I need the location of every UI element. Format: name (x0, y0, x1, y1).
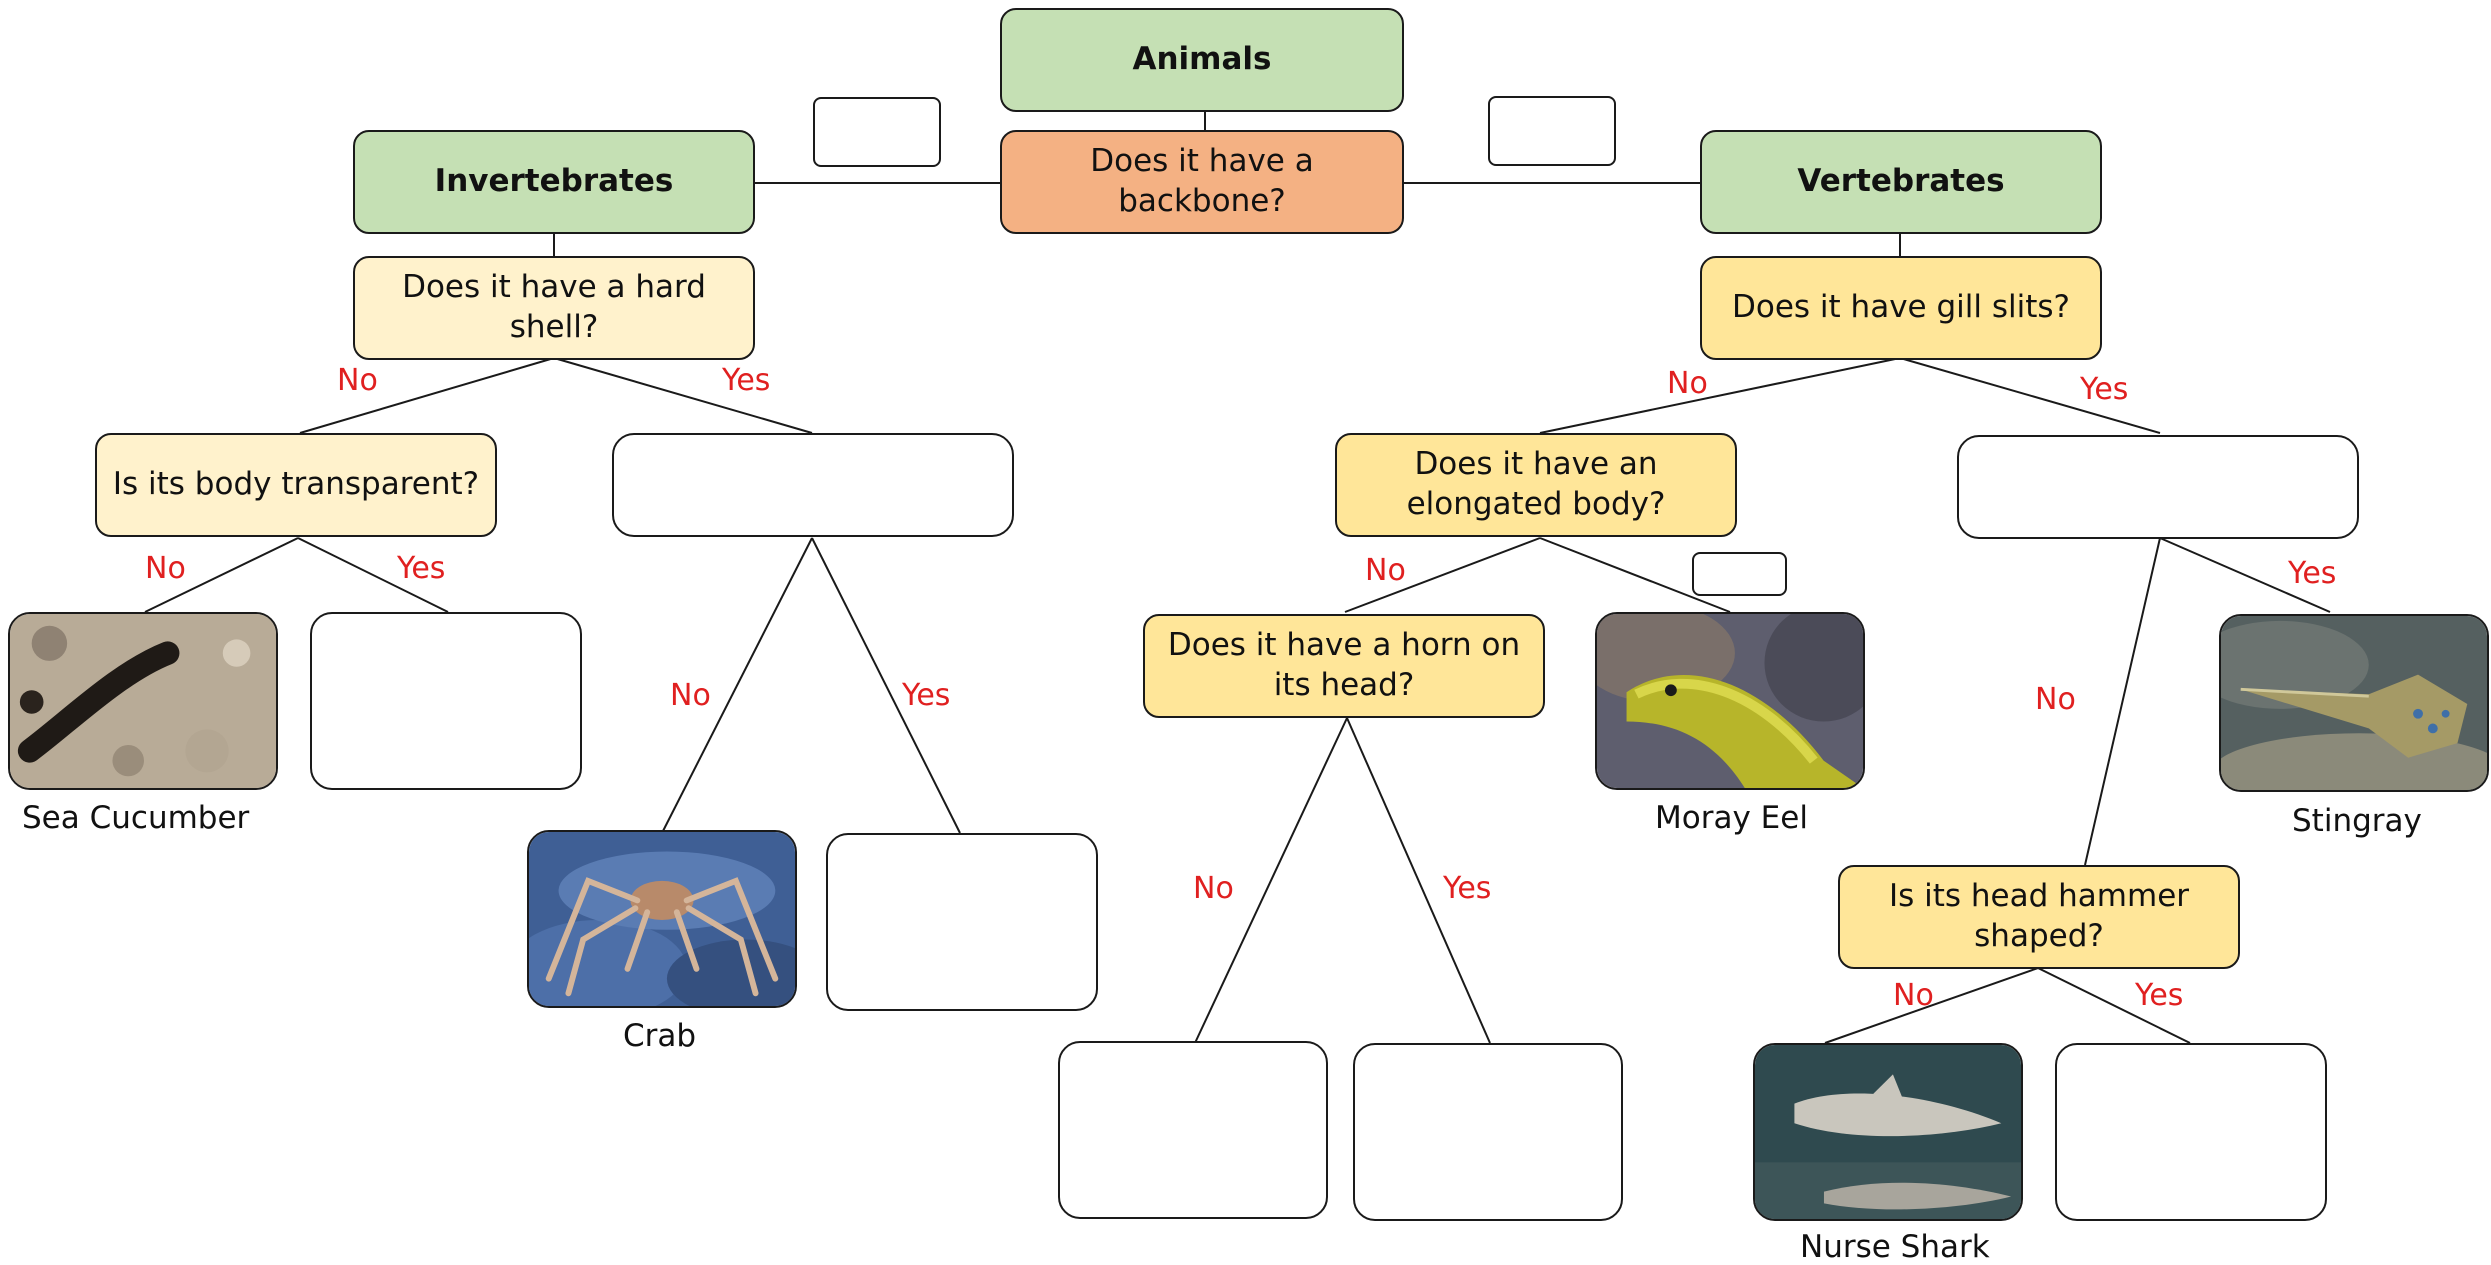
animals-box: Animals (1000, 8, 1404, 112)
blank-box-shell-yes (612, 433, 1014, 537)
label-yes-gills: Yes (2080, 372, 2129, 407)
label-no-elongated: No (1365, 553, 1406, 588)
blank-label-left (813, 97, 941, 167)
label-no-right: No (2035, 682, 2076, 717)
label-yes-horn: Yes (1443, 871, 1492, 906)
blank-box-gills-yes (1957, 435, 2359, 539)
blank-box-crab-yes (826, 833, 1098, 1011)
elongated-question: Does it have an elongated body? (1406, 446, 1666, 522)
horn-question: Does it have a horn on its head? (1167, 627, 1521, 703)
label-yes-crab: Yes (902, 678, 951, 713)
blank-label-eel (1692, 552, 1787, 596)
sea-cucumber-caption: Sea Cucumber (22, 800, 250, 836)
label-no-hammer: No (1893, 978, 1934, 1013)
hammer-question: Is its head hammer shaped? (1888, 878, 2190, 954)
gill-slits-question-box: Does it have gill slits? (1700, 256, 2102, 360)
elongated-question-box: Does it have an elongated body? (1335, 433, 1737, 537)
label-yes-shell: Yes (722, 363, 771, 398)
transparent-question: Is its body transparent? (112, 466, 480, 503)
stingray-photo (2219, 614, 2489, 792)
hammer-question-box: Is its head hammer shaped? (1838, 865, 2240, 969)
sea-cucumber-photo (8, 612, 278, 790)
blank-box-hammer-yes (2055, 1043, 2327, 1221)
crab-caption: Crab (623, 1018, 697, 1054)
invertebrates-title: Invertebrates (434, 163, 674, 200)
label-yes-right: Yes (2288, 556, 2337, 591)
label-yes-transparent: Yes (397, 551, 446, 586)
label-no-transparent: No (145, 551, 186, 586)
gill-slits-question: Does it have gill slits? (1732, 289, 2070, 326)
label-no-crab: No (670, 678, 711, 713)
blank-box-transparent-yes (310, 612, 582, 790)
blank-box-horn-no (1058, 1041, 1328, 1219)
backbone-question: Does it have a backbone? (1090, 143, 1314, 219)
moray-eel-photo (1595, 612, 1865, 790)
label-no-shell: No (337, 363, 378, 398)
moray-eel-caption: Moray Eel (1655, 800, 1808, 836)
vertebrates-title: Vertebrates (1797, 163, 2005, 200)
animals-title: Animals (1132, 41, 1272, 78)
blank-label-right (1488, 96, 1616, 166)
label-no-horn: No (1193, 871, 1234, 906)
transparent-question-box: Is its body transparent? (95, 433, 497, 537)
nurse-shark-caption: Nurse Shark (1800, 1229, 1990, 1265)
backbone-question-box: Does it have a backbone? (1000, 130, 1404, 234)
invertebrates-box: Invertebrates (353, 130, 755, 234)
horn-question-box: Does it have a horn on its head? (1143, 614, 1545, 718)
stingray-caption: Stingray (2292, 803, 2422, 839)
label-no-gills: No (1667, 366, 1708, 401)
nurse-shark-photo (1753, 1043, 2023, 1221)
vertebrates-box: Vertebrates (1700, 130, 2102, 234)
blank-box-horn-yes (1353, 1043, 1623, 1221)
hard-shell-question: Does it have a hard shell? (402, 269, 706, 345)
crab-photo (527, 830, 797, 1008)
label-yes-hammer: Yes (2135, 978, 2184, 1013)
hard-shell-question-box: Does it have a hard shell? (353, 256, 755, 360)
